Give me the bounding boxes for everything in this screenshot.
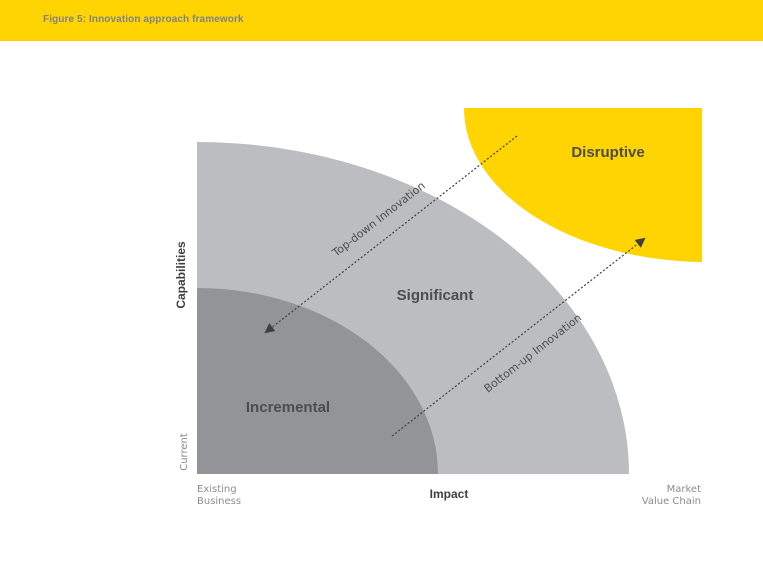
incremental-label: Incremental [246, 399, 330, 416]
disruptive-label: Disruptive [571, 144, 644, 161]
x-axis-start-label-line2: Business [197, 496, 241, 507]
x-axis-title: Impact [430, 487, 469, 501]
figure-title: Figure 5: Innovation approach framework [43, 14, 244, 25]
bottom-up-arrow [391, 237, 646, 437]
figure-banner: Figure 5: Innovation approach framework [0, 0, 763, 41]
x-axis-end-label-line1: Market [667, 484, 701, 495]
significant-label: Significant [397, 287, 474, 304]
incremental-zone [197, 288, 438, 474]
x-axis-start-label-line1: Existing [197, 484, 237, 495]
disruptive-zone [464, 108, 702, 262]
y-axis-title: Capabilities [174, 241, 188, 309]
top-down-arrow [264, 135, 518, 334]
x-axis-end-label-line2: Value Chain [642, 496, 701, 507]
y-axis-start-label: Current [179, 433, 190, 471]
